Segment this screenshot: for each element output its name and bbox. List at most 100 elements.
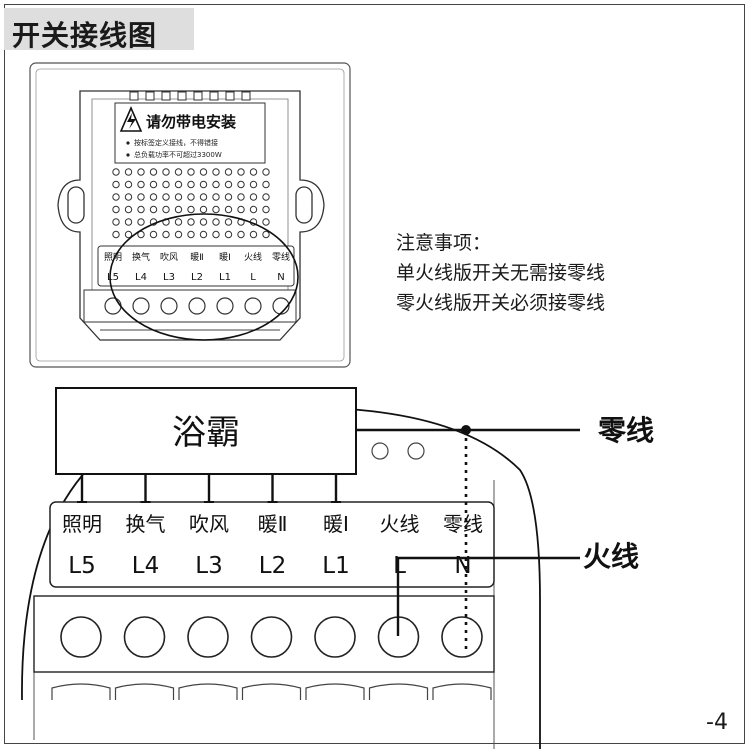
page-number: -4 [706, 710, 728, 735]
housing-tab [145, 91, 155, 101]
small-terminal-code: L2 [191, 272, 203, 283]
terminal-code: L5 [68, 553, 95, 579]
vent-hole [199, 180, 208, 189]
vent-hole [187, 205, 195, 214]
page-title: 开关接线图 [12, 19, 158, 52]
vent-hole [112, 168, 120, 176]
vent-hole [112, 180, 120, 189]
vent-hole [199, 230, 208, 239]
rail-tooth [241, 683, 302, 700]
vent-hole [224, 168, 233, 176]
terminal-screw [123, 616, 166, 658]
vent-hole [224, 180, 233, 189]
small-terminal-code: L4 [135, 272, 147, 283]
small-terminal-screw [160, 297, 178, 315]
vent-hole [237, 180, 245, 189]
vent-hole [237, 193, 245, 201]
terminal-code: L3 [195, 553, 222, 579]
vent-hole [149, 168, 158, 176]
top-tabs [129, 91, 251, 101]
vent-hole [224, 230, 233, 239]
vent-hole [249, 230, 258, 239]
vent-hole [174, 205, 183, 214]
housing-tab [129, 91, 139, 101]
vent-hole [212, 168, 220, 176]
zoom-ellipse [109, 213, 299, 341]
terminal-name: 零线 [443, 512, 483, 536]
vent-hole [124, 168, 133, 176]
terminal-screw [60, 616, 102, 658]
terminal-name: 吹风 [189, 512, 229, 536]
small-terminal-code: L5 [107, 272, 119, 283]
vent-hole [149, 230, 158, 239]
warning-line: 总负载功率不可超过3300W [134, 150, 222, 159]
vent-hole [249, 193, 258, 201]
vent-hole [137, 168, 145, 176]
vent-hole [174, 230, 183, 239]
vent-hole [262, 180, 270, 189]
vent-hole [162, 168, 170, 176]
rail-tooth [432, 683, 492, 700]
warning-label [114, 102, 266, 164]
lightning-bolt-icon [127, 113, 136, 129]
vent-hole [149, 205, 158, 214]
vent-hole [124, 193, 133, 201]
vent-hole [212, 205, 220, 214]
vent-hole [162, 193, 170, 201]
vent-hole [124, 205, 133, 214]
vent-hole [187, 218, 195, 226]
warning-line: 按标签定义接线，不得错接 [134, 138, 218, 147]
rail-tooth [51, 683, 111, 700]
small-terminal-screw [216, 297, 234, 315]
vent-hole [174, 180, 183, 189]
warning-heading: 请勿带电安装 [146, 113, 237, 131]
vent-hole [237, 205, 245, 214]
bullet-icon [126, 141, 130, 145]
vent-hole [137, 230, 145, 239]
terminal-screw [314, 616, 356, 658]
right-mounting-slot [295, 186, 313, 224]
vent-hole [249, 180, 258, 189]
terminal-code: L [393, 553, 406, 579]
terminal-code: L2 [259, 553, 286, 579]
housing-tab [209, 91, 219, 101]
vent-hole [262, 168, 270, 176]
vent-hole [124, 230, 133, 239]
notes-heading: 注意事项： [396, 232, 492, 254]
small-terminal-name: 暖Ⅰ [219, 251, 231, 263]
terminal-code: L4 [132, 553, 159, 579]
vent-hole [187, 180, 195, 189]
vent-hole [249, 205, 258, 214]
small-terminal-screw [188, 297, 206, 315]
notes-line: 零火线版开关必须接零线 [396, 292, 606, 314]
vent-hole [212, 193, 220, 201]
vent-hole [149, 193, 158, 201]
ventilation-holes [112, 168, 270, 239]
housing-tab [193, 91, 203, 101]
vent-hole [199, 168, 208, 176]
vent-hole [162, 230, 170, 239]
switch-module: 请勿带电安装 按标签定义接线，不得错接 总负载功率不可超过3300W 照明L5换… [29, 62, 351, 368]
vent-hole [162, 205, 170, 214]
notes-line: 单火线版开关无需接零线 [396, 262, 606, 284]
vent-hole [137, 180, 145, 189]
vent-hole [124, 180, 133, 189]
terminal-name: 暖Ⅱ [258, 512, 288, 536]
vent-hole [174, 193, 183, 201]
vent-hole [137, 218, 145, 226]
small-terminal-name: 火线 [244, 251, 262, 263]
vent-hole [224, 218, 233, 226]
terminal-code: L1 [322, 553, 349, 579]
vent-hole [174, 168, 183, 176]
vent-hole [174, 218, 183, 226]
terminal-screws [60, 616, 483, 658]
small-terminal-code: L3 [163, 272, 175, 283]
vent-hole [262, 205, 270, 214]
small-terminal-name: 换气 [132, 251, 150, 263]
vent-hole [371, 442, 389, 460]
device-leads [77, 474, 341, 503]
rail-tooth [178, 683, 238, 700]
terminal-code: N [454, 553, 471, 579]
